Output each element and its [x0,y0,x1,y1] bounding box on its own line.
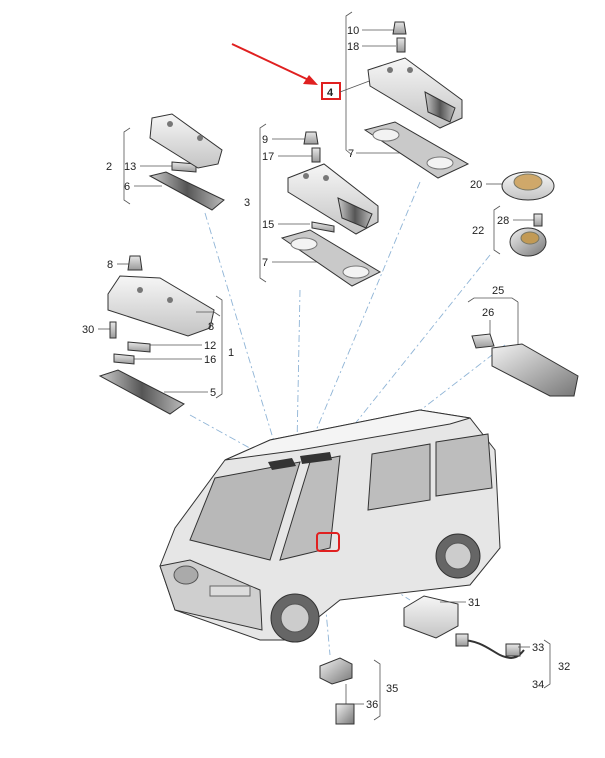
label-28: 28 [497,215,509,227]
highlight-arrow [231,43,318,85]
label-4: 4 [327,87,334,99]
speaker-and-module-parts: 20 22 28 25 26 [467,171,579,397]
label-2: 2 [106,161,112,173]
label-8a: 8 [107,259,113,271]
dome-light-assembly-top: 10 18 7 [339,11,470,179]
label-16: 16 [204,354,216,366]
label-35: 35 [386,683,398,695]
label-3: 3 [244,197,250,209]
reading-light-assembly-lower: 8 8 30 1 12 16 5 [82,255,234,415]
label-22: 22 [472,225,484,237]
label-10: 10 [347,25,359,37]
van-illustration [159,409,501,643]
label-6: 6 [124,181,130,193]
label-30: 30 [82,324,94,336]
highlight-box-van [316,532,340,552]
label-20: 20 [470,179,482,191]
interior-light-assembly-center: 3 9 17 15 7 [244,123,382,287]
label-31: 31 [468,597,480,609]
label-34: 34 [532,679,544,691]
callout-box-4 [321,82,341,100]
label-32: 32 [558,661,570,673]
label-25: 25 [492,285,504,297]
label-8b: 8 [208,321,214,333]
reading-light-assembly-left: 2 13 6 [106,113,225,211]
label-7a: 7 [348,148,354,160]
label-12: 12 [204,340,216,352]
label-36: 36 [366,699,378,711]
label-26: 26 [482,307,494,319]
label-5: 5 [210,387,216,399]
label-1: 1 [228,347,234,359]
label-9: 9 [262,134,268,146]
label-33: 33 [532,642,544,654]
label-15: 15 [262,219,274,231]
label-13: 13 [124,161,136,173]
control-unit-and-cables: 31 33 32 34 35 36 [319,595,570,725]
label-18: 18 [347,41,359,53]
label-7b: 7 [262,257,268,269]
label-17: 17 [262,151,274,163]
